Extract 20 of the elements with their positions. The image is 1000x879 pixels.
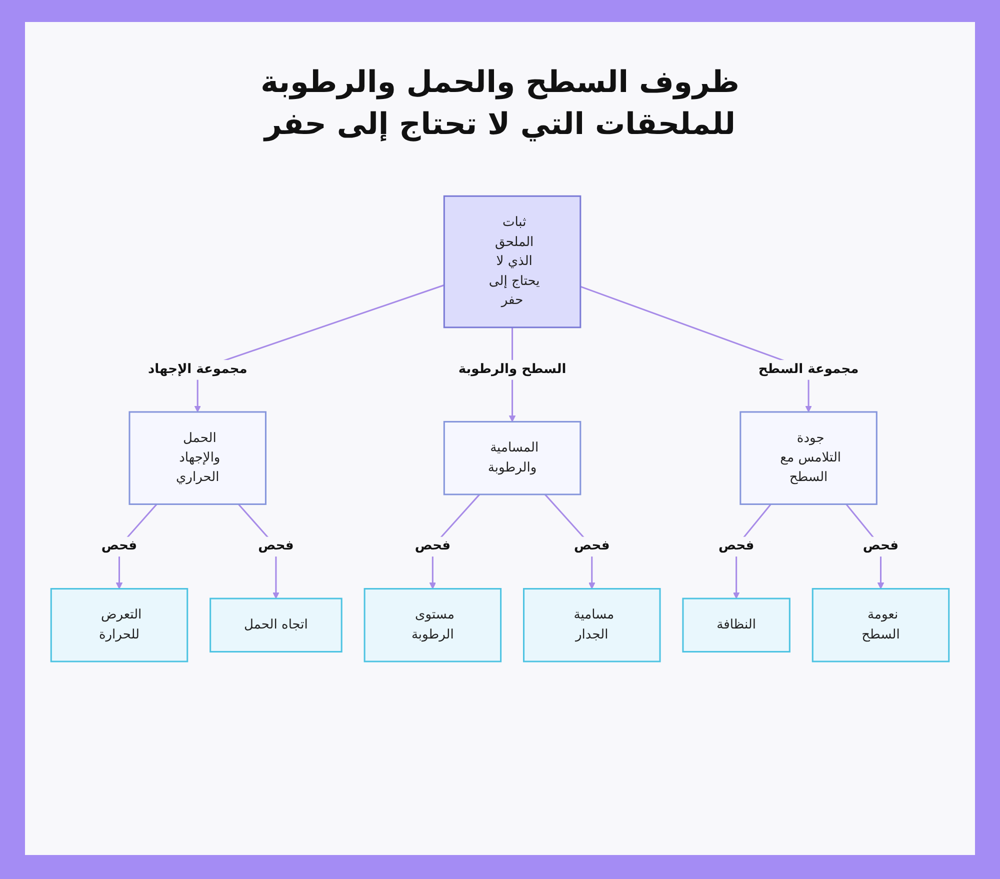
edge-label: فحص	[574, 538, 610, 554]
node-box: اتجاه الحمل	[210, 598, 342, 652]
node-box: النظافة	[682, 598, 790, 652]
node-box: ثبات الملحق الذي لا يحتاج إلى حفر	[443, 195, 582, 328]
node-box: جودة التلامس مع السطح	[740, 411, 878, 505]
node-box: نعومة السطح	[812, 588, 950, 662]
node-box: مستوى الرطوبة	[364, 588, 502, 662]
edge-label: فحص	[258, 538, 294, 554]
edge-label: السطح والرطوبة	[458, 361, 566, 377]
diagram-title: ظروف السطح والحمل والرطوبة للملحقات التي لا تحتاج إلى حفر	[260, 64, 740, 144]
edge-label: فحص	[862, 538, 899, 554]
node-box: التعرض للحرارة	[50, 588, 188, 662]
edge-label: مجموعة الإجهاد	[148, 361, 248, 377]
edge-label: مجموعة السطح	[758, 361, 859, 377]
edge-label: فحص	[414, 538, 451, 554]
node-box: الحمل والإجهاد الحراري	[128, 411, 266, 505]
edge-label: فحص	[101, 538, 138, 554]
node-box: المسامية والرطوبة	[443, 420, 582, 496]
node-box: مسامية الجدار	[523, 588, 661, 662]
edge-label: فحص	[718, 538, 754, 554]
